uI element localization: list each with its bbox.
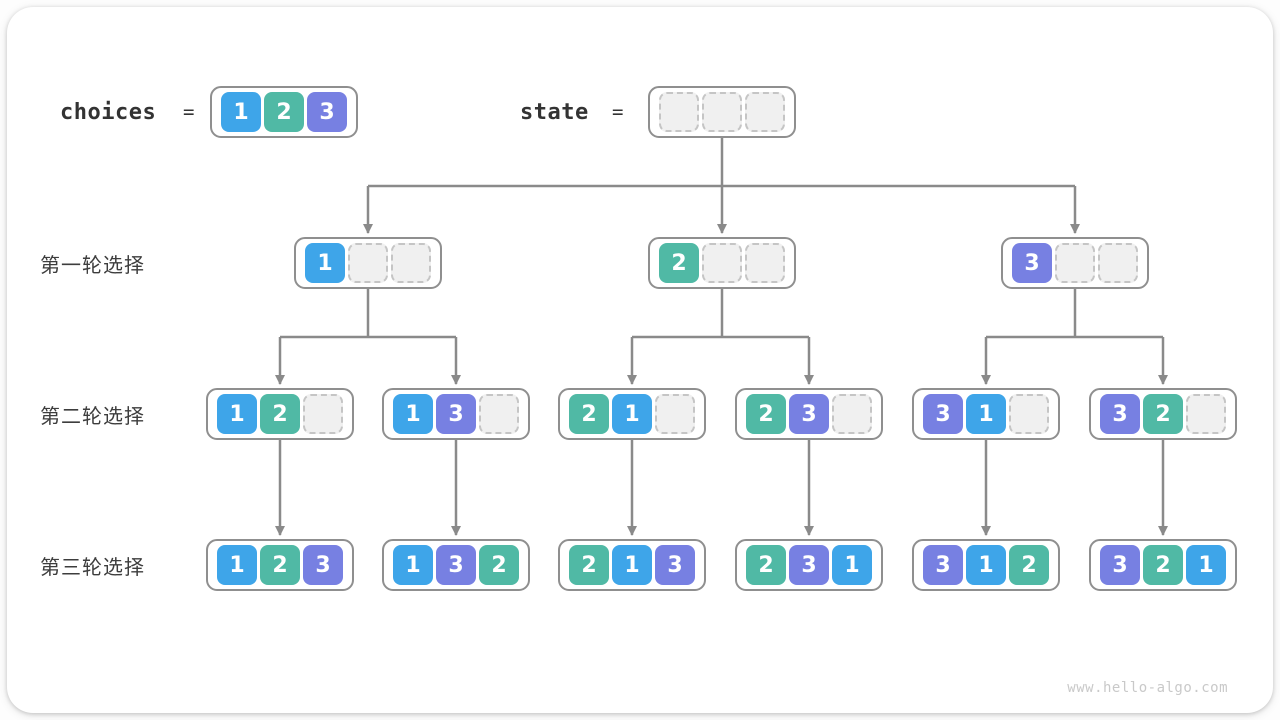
- empty-cell: [702, 243, 742, 283]
- cell-1: 1: [305, 243, 345, 283]
- empty-cell: [745, 92, 785, 132]
- cell-3: 3: [436, 394, 476, 434]
- state-node-r1-1: 1: [294, 237, 442, 289]
- cell-2: 2: [1143, 394, 1183, 434]
- cell-1: 1: [832, 545, 872, 585]
- cell-2: 2: [659, 243, 699, 283]
- cell-1: 1: [393, 394, 433, 434]
- cell-2: 2: [1143, 545, 1183, 585]
- cell-1: 1: [966, 545, 1006, 585]
- empty-cell: [1098, 243, 1138, 283]
- empty-cell: [1055, 243, 1095, 283]
- state-label: state: [520, 99, 589, 125]
- empty-cell: [745, 243, 785, 283]
- empty-cell: [832, 394, 872, 434]
- cell-3: 3: [1100, 394, 1140, 434]
- cell-3: 3: [1100, 545, 1140, 585]
- cell-3: 3: [1012, 243, 1052, 283]
- cell-2: 2: [260, 545, 300, 585]
- cell-3: 3: [436, 545, 476, 585]
- empty-cell: [1186, 394, 1226, 434]
- row-label-round-3: 第三轮选择: [40, 556, 145, 579]
- cell-1: 1: [393, 545, 433, 585]
- empty-cell: [303, 394, 343, 434]
- choices-equals: =: [183, 101, 195, 123]
- cell-2: 2: [260, 394, 300, 434]
- empty-cell: [1009, 394, 1049, 434]
- cell-2: 2: [569, 545, 609, 585]
- cell-2: 2: [1009, 545, 1049, 585]
- empty-cell: [659, 92, 699, 132]
- row-label-round-1: 第一轮选择: [40, 254, 145, 277]
- cell-2: 2: [746, 545, 786, 585]
- empty-cell: [702, 92, 742, 132]
- watermark: www.hello-algo.com: [1067, 680, 1228, 696]
- cell-2: 2: [746, 394, 786, 434]
- cell-1: 1: [217, 394, 257, 434]
- cell-1: 1: [612, 394, 652, 434]
- cell-2: 2: [569, 394, 609, 434]
- empty-cell: [391, 243, 431, 283]
- state-array: [648, 86, 796, 138]
- row-label-round-2: 第二轮选择: [40, 405, 145, 428]
- cell-1: 1: [966, 394, 1006, 434]
- cell-3: 3: [655, 545, 695, 585]
- cell-1: 1: [1186, 545, 1226, 585]
- cell-1: 1: [612, 545, 652, 585]
- state-node-r1-2: 2: [648, 237, 796, 289]
- cell-3: 3: [307, 92, 347, 132]
- cell-3: 3: [923, 394, 963, 434]
- empty-cell: [348, 243, 388, 283]
- cell-1: 1: [221, 92, 261, 132]
- state-equals: =: [612, 101, 624, 123]
- cell-2: 2: [479, 545, 519, 585]
- cell-1: 1: [217, 545, 257, 585]
- cell-3: 3: [789, 545, 829, 585]
- empty-cell: [655, 394, 695, 434]
- cell-3: 3: [789, 394, 829, 434]
- cell-2: 2: [264, 92, 304, 132]
- cell-3: 3: [303, 545, 343, 585]
- choices-label: choices: [60, 99, 157, 125]
- cell-3: 3: [923, 545, 963, 585]
- empty-cell: [479, 394, 519, 434]
- state-node-r1-3: 3: [1001, 237, 1149, 289]
